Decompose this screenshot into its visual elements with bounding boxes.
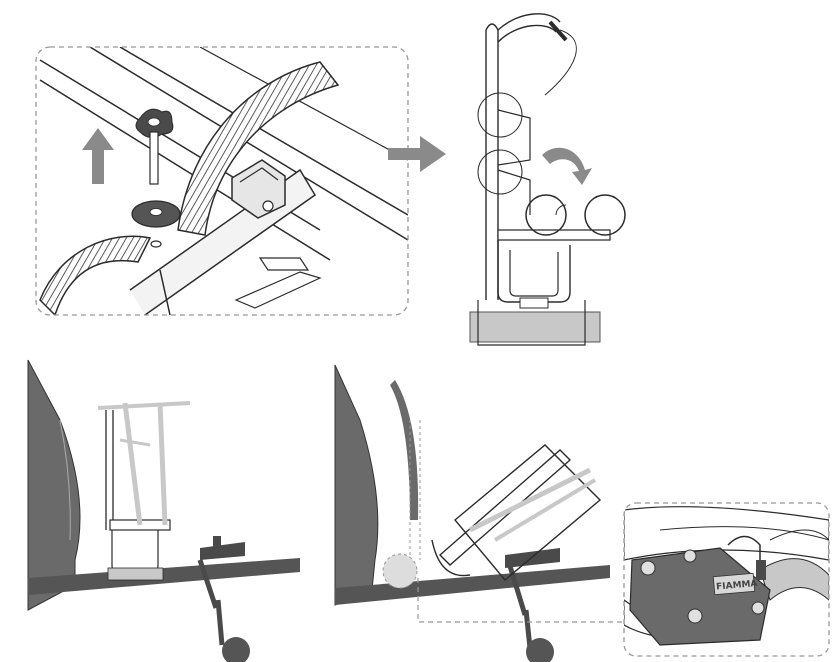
panel-tilted-carrier [334, 364, 624, 662]
rotate-arrow-icon [542, 147, 592, 185]
panel-folded-carrier [469, 13, 626, 346]
panel-knob-detail [35, 46, 409, 316]
hinge-detail-frame [623, 502, 830, 657]
right-arrow-icon [388, 136, 446, 172]
logo-text: FIAMMA [716, 579, 758, 593]
up-arrow-icon [82, 128, 114, 184]
panel-hinge-detail: FIAMMA [623, 502, 830, 657]
panel-upright-carrier [27, 359, 300, 662]
detail-frame [35, 46, 409, 316]
